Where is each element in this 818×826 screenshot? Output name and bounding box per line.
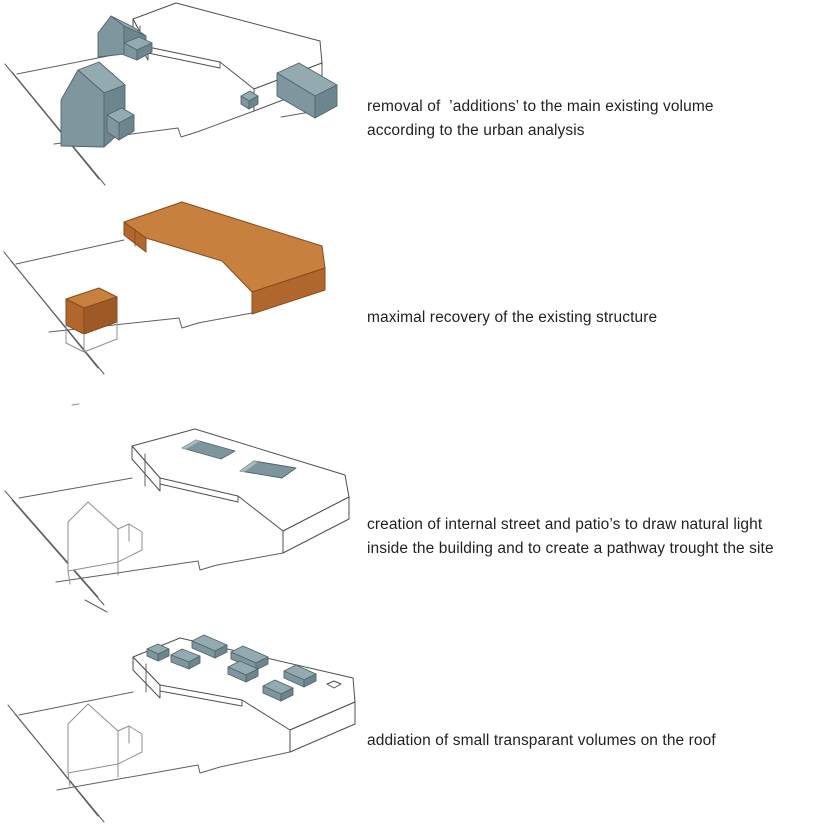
- wireframe-gabled-house: [67, 703, 143, 787]
- addition-small-center-box: [240, 90, 259, 110]
- site-lines: [4, 403, 284, 606]
- roof-volume-box: [146, 643, 170, 662]
- diagram-step-4-roof-volumes: [7, 599, 356, 823]
- caption-line: inside the building and to create a path…: [367, 540, 774, 557]
- roof-volume-box: [227, 660, 259, 683]
- site-lines: [4, 50, 329, 186]
- site-lines: [3, 239, 253, 375]
- caption-step-4: addiation of small transparant volumes o…: [367, 729, 716, 753]
- caption-line: according to the urban analysis: [367, 122, 585, 139]
- roof-opening-outline: [326, 680, 342, 689]
- existing-structure-orange: [123, 201, 326, 315]
- roof-volume-box: [170, 648, 201, 670]
- roof-patio-opening: [181, 439, 236, 460]
- diagram-step-1-removal-of-additions: [4, 2, 338, 186]
- caption-step-3: creation of internal street and patio’s …: [367, 513, 774, 561]
- diagram-step-3-internal-street-patios: [4, 403, 350, 606]
- site-lines: [7, 599, 291, 823]
- addition-large-gabled-house: [60, 61, 135, 148]
- caption-line: addiation of small transparant volumes o…: [367, 732, 716, 749]
- roof-volume-box: [262, 679, 294, 702]
- roof-volume-box: [283, 664, 317, 688]
- addition-small-gabled-house: [97, 15, 153, 61]
- roof-volume-box: [191, 634, 228, 659]
- caption-step-2: maximal recovery of the existing structu…: [367, 306, 657, 330]
- diagram-step-2-maximal-recovery: [3, 201, 326, 375]
- wireframe-gabled-house: [67, 501, 143, 585]
- caption-line: creation of internal street and patio’s …: [367, 516, 763, 533]
- caption-line: removal of ’additions’ to the main exist…: [367, 98, 714, 115]
- roof-patio-opening: [239, 460, 297, 479]
- caption-step-1: removal of ’additions’ to the main exist…: [367, 95, 714, 143]
- caption-line: maximal recovery of the existing structu…: [367, 309, 658, 326]
- main-volume-white: [131, 428, 350, 554]
- existing-small-orange-box: [65, 287, 118, 353]
- addition-large-right-box: [276, 62, 338, 119]
